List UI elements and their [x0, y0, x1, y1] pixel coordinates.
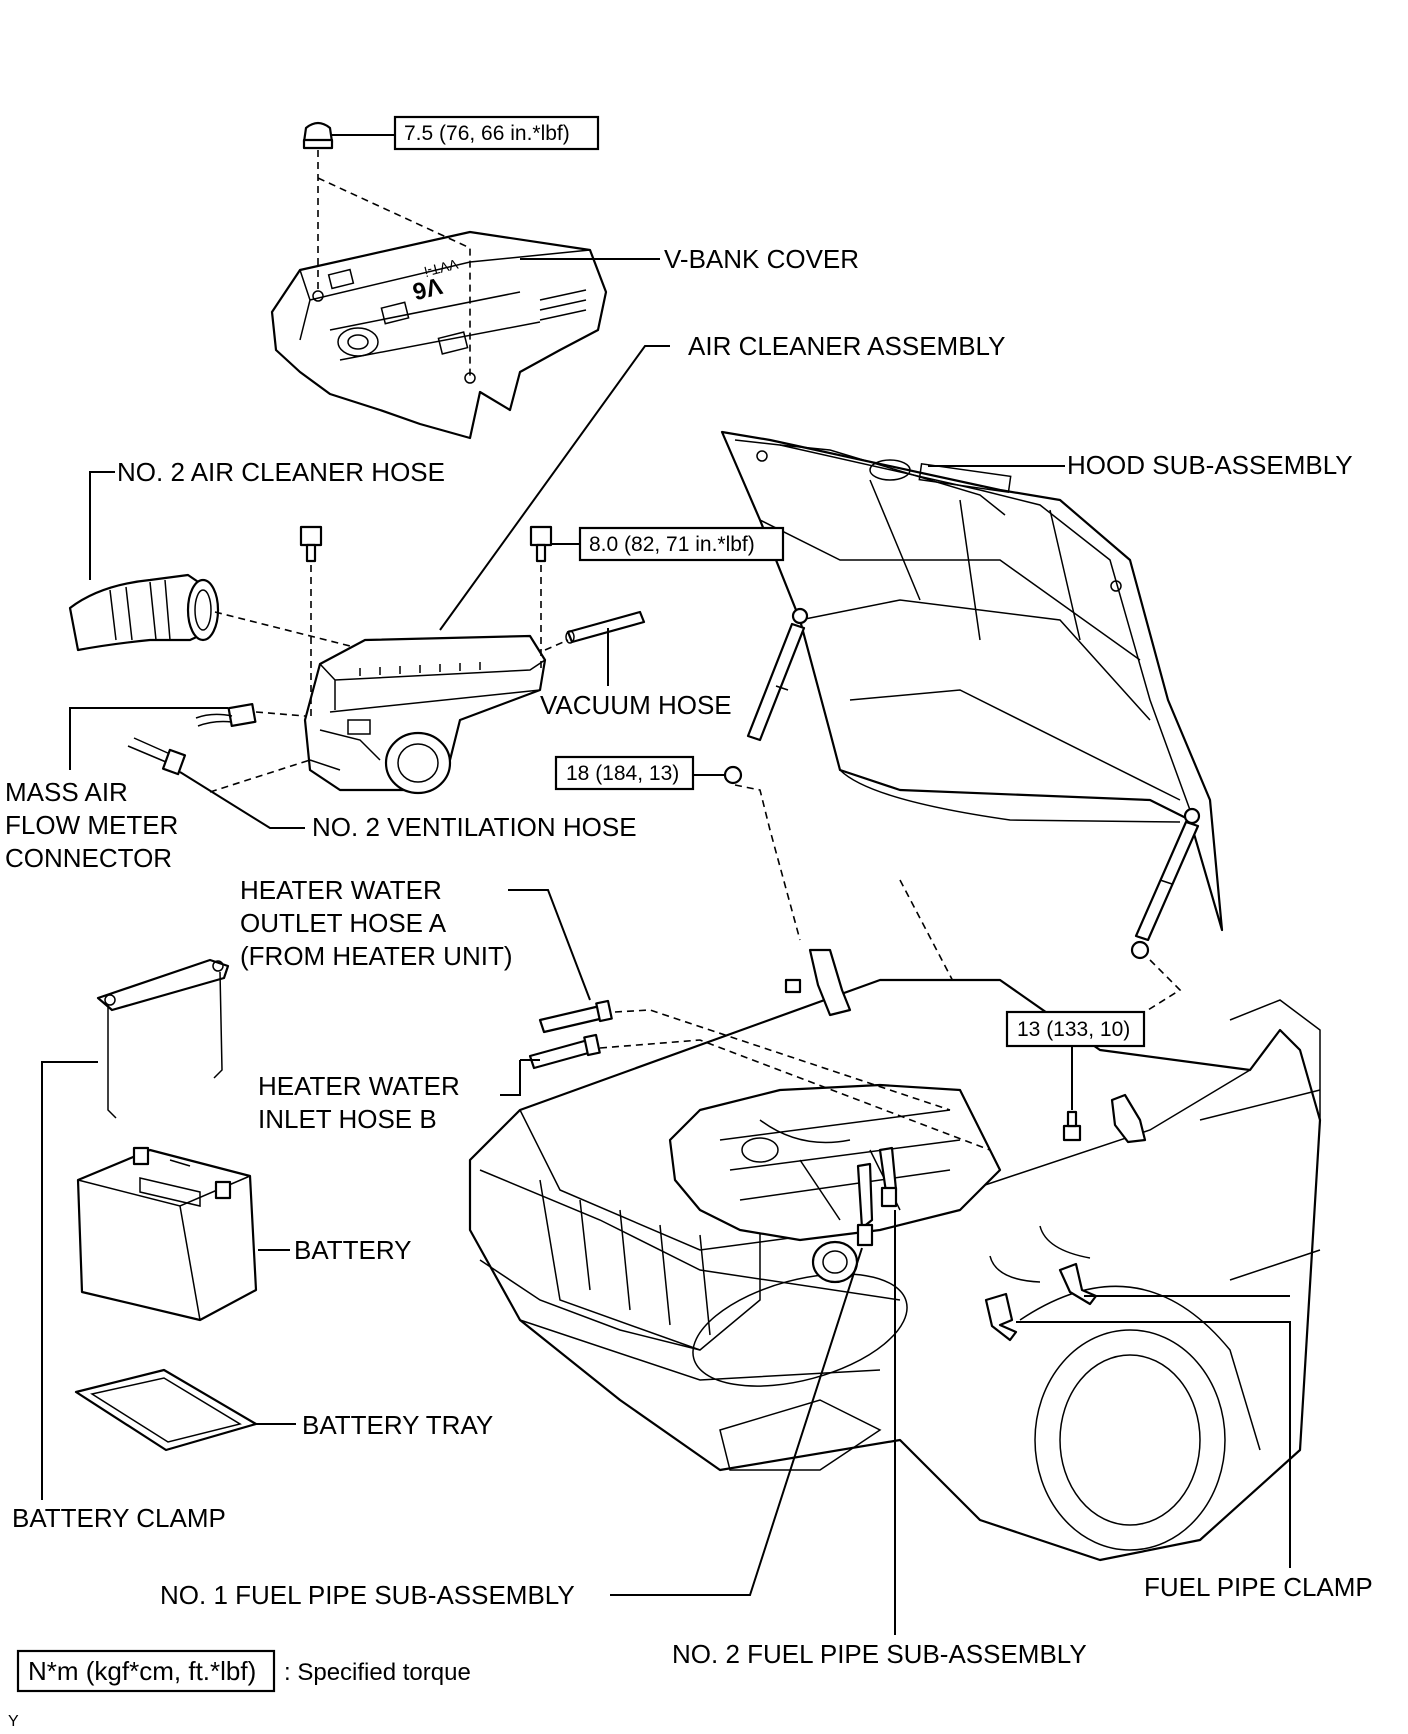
label-battery-tray: BATTERY TRAY — [302, 1410, 493, 1440]
torque-box-cover-nut: 7.5 (76, 66 in.*lbf) — [393, 115, 600, 151]
label-no1-fuel-pipe: NO. 1 FUEL PIPE SUB-ASSEMBLY — [160, 1580, 575, 1610]
vacuum-hose — [565, 610, 646, 644]
air-cleaner-bolt-right — [529, 525, 553, 563]
torque-box-hood-strut: 18 (184, 13) — [554, 755, 695, 791]
hood-strut-right — [1130, 807, 1201, 960]
label-heater-outlet-line3: (FROM HEATER UNIT) — [240, 941, 513, 971]
label-maf-connector-line2: FLOW METER — [5, 810, 178, 840]
label-maf-connector-line3: CONNECTOR — [5, 843, 172, 873]
figure-code: Y — [8, 1713, 19, 1730]
fuel-pipe-clamp-a — [984, 1292, 1018, 1342]
torque-value-hood-strut: 18 (184, 13) — [566, 762, 679, 785]
label-fuel-pipe-clamp: FUEL PIPE CLAMP — [1144, 1572, 1373, 1602]
label-heater-outlet-line1: HEATER WATER — [240, 875, 442, 905]
label-battery-clamp: BATTERY CLAMP — [12, 1503, 226, 1533]
air-cleaner-bolt-left — [299, 525, 323, 563]
label-heater-inlet-line1: HEATER WATER — [258, 1071, 460, 1101]
torque-value-fender-bolt: 13 (133, 10) — [1017, 1018, 1130, 1041]
fender-bolt — [1062, 1110, 1082, 1142]
maf-connector — [195, 702, 257, 728]
heater-water-inlet-hose-b — [528, 1033, 601, 1070]
label-v-bank-cover: V-BANK COVER — [664, 244, 859, 274]
hood-hinge-bracket-right — [1110, 1093, 1147, 1144]
torque-legend: N*m (kgf*cm, ft.*lbf) : Specified torque — [16, 1649, 471, 1693]
engine — [668, 1083, 1002, 1284]
label-no2-air-cleaner-hose: NO. 2 AIR CLEANER HOSE — [117, 457, 445, 487]
label-no2-fuel-pipe: NO. 2 FUEL PIPE SUB-ASSEMBLY — [672, 1639, 1087, 1669]
label-air-cleaner-assembly: AIR CLEANER ASSEMBLY — [688, 331, 1005, 361]
torque-value-cover-nut: 7.5 (76, 66 in.*lbf) — [404, 122, 570, 145]
label-battery: BATTERY — [294, 1235, 412, 1265]
label-maf-connector-line1: MASS AIR — [5, 777, 128, 807]
battery-clamp — [96, 958, 230, 1119]
torque-box-air-cleaner-bolt: 8.0 (82, 71 in.*lbf) — [578, 526, 785, 562]
label-heater-outlet-line2: OUTLET HOSE A — [240, 908, 447, 938]
torque-value-air-cleaner-bolt: 8.0 (82, 71 in.*lbf) — [589, 533, 755, 556]
no2-air-cleaner-hose — [68, 573, 220, 652]
cover-nut — [302, 121, 334, 150]
torque-box-fender-bolt: 13 (133, 10) — [1005, 1010, 1146, 1048]
hood-strut-left — [723, 607, 809, 785]
legend-unit: N*m (kgf*cm, ft.*lbf) — [28, 1656, 256, 1686]
label-heater-inlet-line2: INLET HOSE B — [258, 1104, 437, 1134]
v-bank-cover: V6 VVT-i — [270, 230, 608, 440]
no2-fuel-pipe — [878, 1146, 898, 1208]
legend-text: : Specified torque — [284, 1659, 471, 1686]
heater-water-outlet-hose-a — [538, 999, 613, 1034]
air-cleaner-assembly — [303, 634, 547, 795]
no2-ventilation-hose — [127, 737, 187, 776]
battery-tray — [74, 1368, 258, 1452]
battery — [76, 1146, 258, 1322]
label-no2-ventilation-hose: NO. 2 VENTILATION HOSE — [312, 812, 637, 842]
label-hood-sub-assembly: HOOD SUB-ASSEMBLY — [1067, 450, 1353, 480]
no1-fuel-pipe — [856, 1162, 874, 1247]
label-vacuum-hose: VACUUM HOSE — [540, 690, 732, 720]
hood-sub-assembly — [720, 430, 1224, 932]
hood-hinge-bracket-left — [784, 948, 852, 1017]
